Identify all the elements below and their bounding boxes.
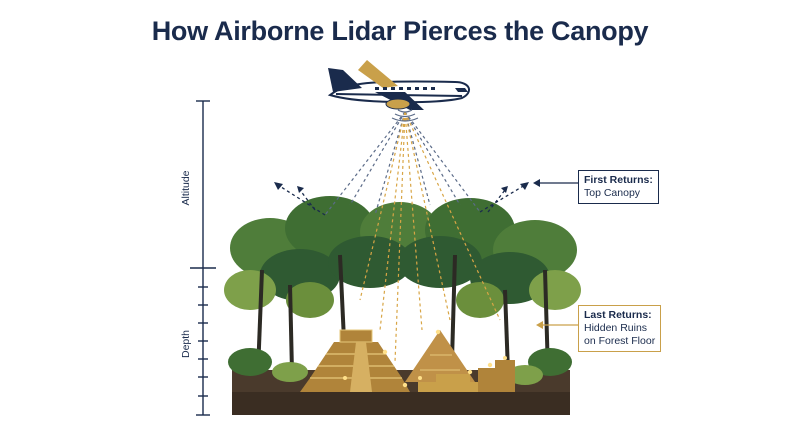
- airplane-icon: [327, 60, 471, 122]
- last-returns-line-1: Hidden Ruins: [584, 322, 648, 334]
- first-returns-heading: First Returns:: [584, 174, 653, 186]
- last-returns-callout: Last Returns: Hidden Ruins on Forest Flo…: [578, 305, 662, 352]
- return-arrowheads: [274, 182, 529, 193]
- callout-connectors: [533, 179, 578, 329]
- first-return-arrows: [277, 184, 526, 216]
- lidar-beams: [324, 111, 501, 363]
- diagram-title: How Airborne Lidar Pierces the Canopy: [151, 16, 649, 46]
- last-returns-line-2: on Forest Floor: [584, 335, 656, 347]
- first-returns-text: Top Canopy: [584, 187, 641, 199]
- altitude-depth-scale: [190, 100, 216, 416]
- last-returns-heading: Last Returns:: [584, 309, 652, 321]
- first-returns-callout: First Returns: Top Canopy: [578, 170, 659, 204]
- altitude-axis-label: Altitude: [180, 170, 192, 206]
- forest-canopy: [224, 196, 581, 385]
- hidden-ruins: [300, 329, 515, 392]
- depth-axis-label: Depth: [180, 329, 192, 359]
